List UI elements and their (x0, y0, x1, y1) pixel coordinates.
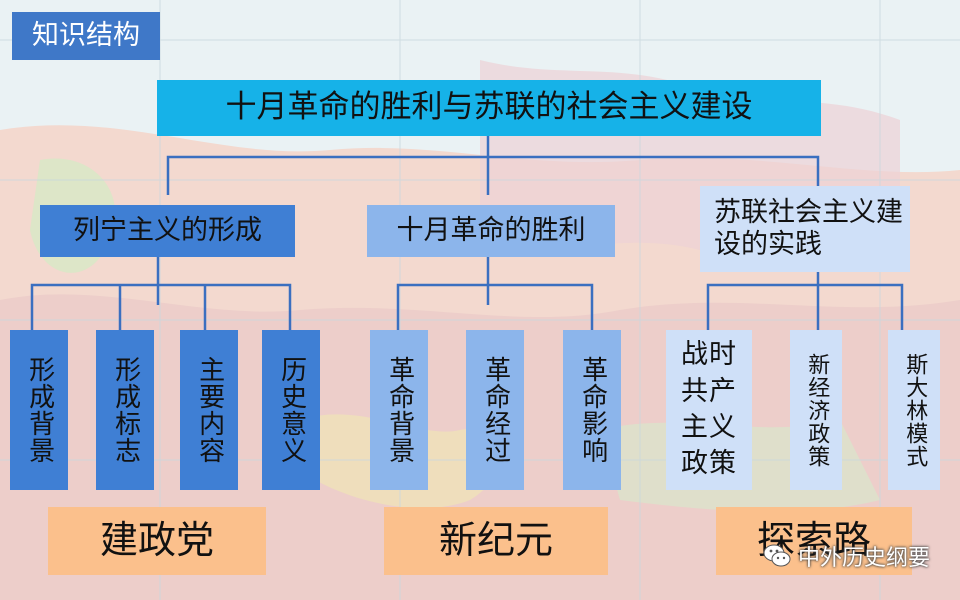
watermark-text: 中外历史纲要 (798, 546, 931, 571)
leaf-revolution-process: 革命经过 (466, 330, 524, 490)
leaf-revolution-impact: 革命影响 (563, 330, 621, 490)
section-tag: 知识结构 (12, 12, 160, 60)
category-leninism: 列宁主义的形成 (40, 205, 295, 257)
category-october-revolution: 十月革命的胜利 (367, 205, 615, 257)
category-soviet-construction: 苏联社会主义建设的实践 (700, 186, 910, 272)
leaf-revolution-background: 革命背景 (370, 330, 428, 490)
leaf-historical-significance: 历史意义 (262, 330, 320, 490)
leaf-new-economic-policy: 新经济政策 (790, 330, 842, 490)
root-topic: 十月革命的胜利与苏联的社会主义建设 (157, 80, 821, 136)
summary-build-party: 建政党 (48, 507, 266, 575)
leaf-stalin-model: 斯大林模式 (888, 330, 940, 490)
leaf-formation-background: 形成背景 (10, 330, 68, 490)
leaf-formation-mark: 形成标志 (96, 330, 154, 490)
leaf-main-content: 主要内容 (180, 330, 238, 490)
wechat-logo-icon (763, 544, 791, 567)
watermark: 中外历史纲要 (762, 538, 930, 574)
leaf-war-communism: 战时共产主义政策 (666, 330, 752, 490)
summary-new-era: 新纪元 (384, 507, 608, 575)
